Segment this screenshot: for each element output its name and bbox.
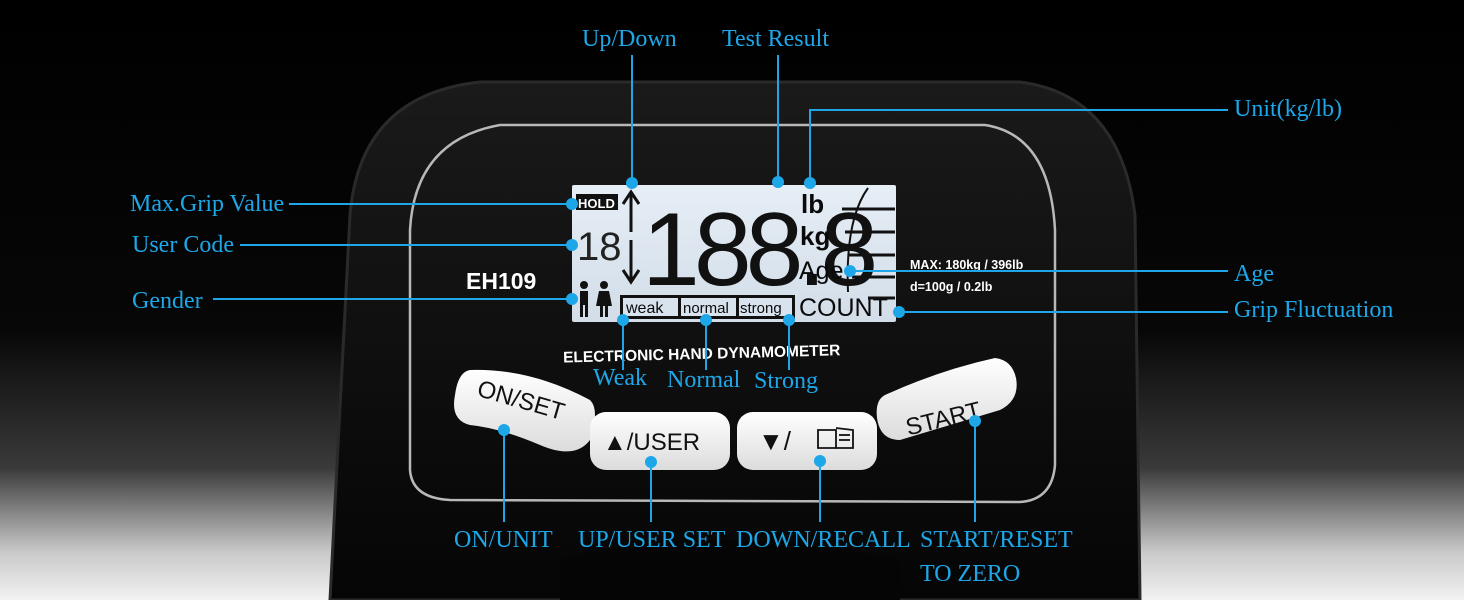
gender-icons [580,281,612,317]
device-body [328,80,1142,600]
spec-division: d=100g / 0.2lb [910,280,993,294]
level-weak: weak [625,300,664,317]
level-weak-box [623,298,678,316]
callout-normal: Normal [667,367,741,393]
model-label: EH109 [466,268,536,294]
callout-down-recall: DOWN/RECALL [736,527,911,553]
user-code-digits: 18 [577,225,622,269]
lcd-arc [846,187,869,293]
callout-gender: Gender [132,288,203,314]
level-strong-box [739,298,792,316]
unit-lb: lb [801,189,824,219]
callout-up-user-set: UP/USER SET [578,527,726,553]
lcd-screen [572,185,896,322]
up-user-button[interactable]: ▲/USER [590,412,730,470]
callout-unit: Unit(kg/lb) [1234,96,1342,122]
callout-test-result: Test Result [722,26,829,52]
level-normal: normal [683,300,729,317]
count-label: COUNT [799,294,888,322]
level-strong: strong [740,300,782,317]
panel-outline [408,123,1057,504]
age-label: Age [799,257,843,285]
callout-to-zero: TO ZERO [920,561,1021,587]
unit-kg: kg [800,221,830,251]
level-normal-box [681,298,736,316]
callout-up-down: Up/Down [582,26,677,52]
callout-age: Age [1234,261,1274,287]
hold-label: HOLD [578,196,615,211]
callout-strong: Strong [754,368,819,394]
callout-lines [213,55,1228,522]
callout-weak: Weak [593,365,648,391]
up-user-label: ▲/USER [603,429,700,456]
recall-book-icon [817,427,854,449]
callout-max-grip: Max.Grip Value [130,191,285,217]
hold-badge [576,194,618,210]
lower-grip-cutout [560,540,900,600]
spec-max: MAX: 180kg / 396lb [910,258,1024,272]
on-set-button[interactable]: ON/SET [454,369,595,452]
callout-start-reset: START/RESET [920,527,1073,553]
down-recall-button[interactable]: ▼/ [737,412,877,470]
callout-on-unit: ON/UNIT [454,527,553,553]
down-recall-label: ▼/ [758,426,792,456]
lcd-fluctuation-bars [842,207,895,300]
up-down-arrows [621,189,641,285]
callout-user-code: User Code [132,232,234,258]
result-digits: 188.8 [642,192,874,308]
callout-grip-fluctuation: Grip Fluctuation [1234,297,1394,323]
